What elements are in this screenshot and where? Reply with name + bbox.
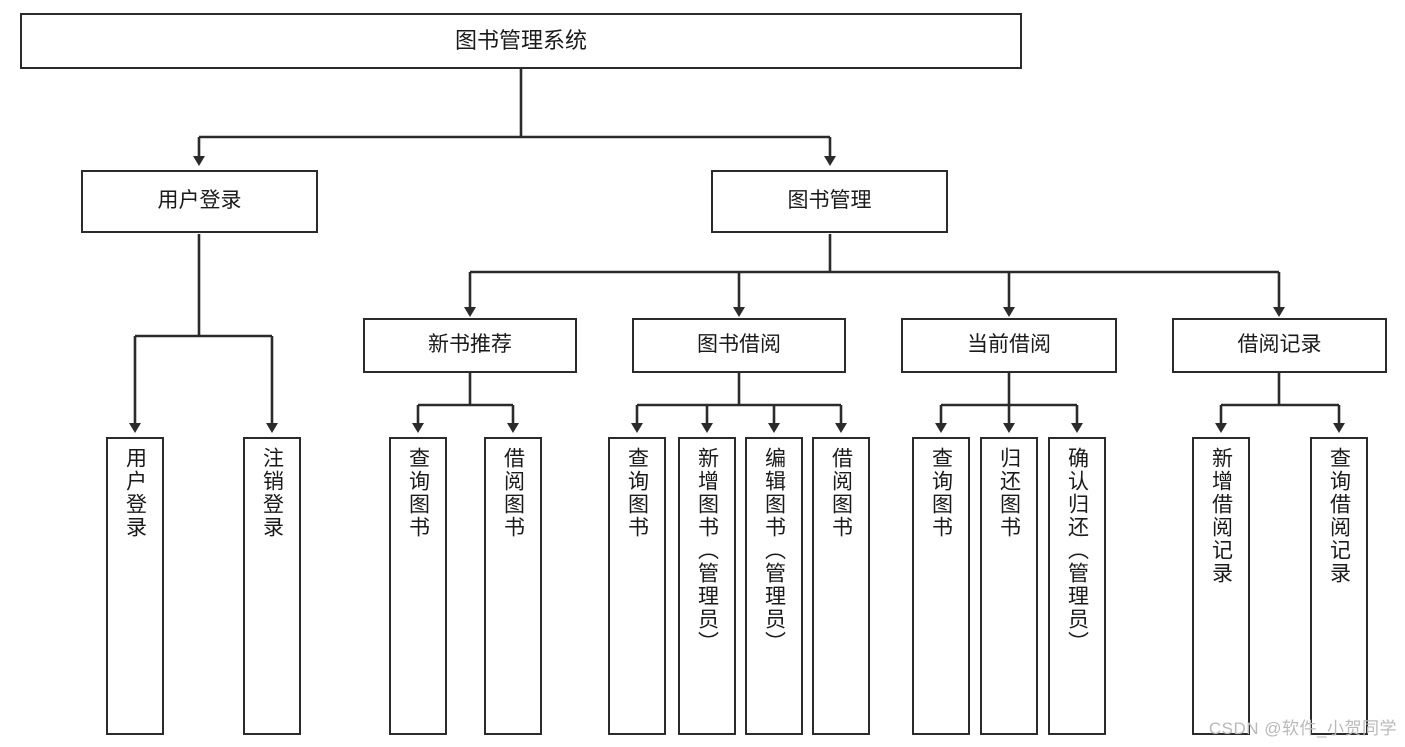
node-label: 借阅记录 <box>1237 333 1322 357</box>
node-new-book-recommend[interactable]: 新书推荐 <box>363 318 577 373</box>
node-leaf-query-book-rec[interactable]: 查询图书 <box>389 437 447 735</box>
node-leaf-add-borrow-record[interactable]: 新增借阅记录 <box>1192 437 1250 735</box>
node-book-management[interactable]: 图书管理 <box>711 170 948 233</box>
node-leaf-query-book-current[interactable]: 查询图书 <box>912 437 970 735</box>
node-leaf-add-book-admin[interactable]: 新增图书（管理员） <box>678 437 736 735</box>
node-user-login[interactable]: 用户登录 <box>81 170 318 233</box>
node-leaf-borrow-book-rec[interactable]: 借阅图书 <box>484 437 542 735</box>
node-label: 图书借阅 <box>697 333 781 357</box>
node-label: 借阅图书 <box>829 447 853 539</box>
node-label: 注销登录 <box>260 447 284 539</box>
node-book-borrow[interactable]: 图书借阅 <box>632 318 846 373</box>
node-borrow-record[interactable]: 借阅记录 <box>1172 318 1387 373</box>
node-label: 借阅图书 <box>501 447 525 539</box>
node-leaf-edit-book-admin[interactable]: 编辑图书（管理员） <box>745 437 803 735</box>
node-label: 新增图书（管理员） <box>695 447 719 654</box>
node-label: 图书管理系统 <box>454 28 587 54</box>
node-leaf-confirm-return-admin[interactable]: 确认归还（管理员） <box>1048 437 1106 735</box>
node-label: 图书管理 <box>787 189 872 213</box>
node-leaf-query-borrow-record[interactable]: 查询借阅记录 <box>1310 437 1368 735</box>
node-label: 确认归还（管理员） <box>1065 447 1089 654</box>
node-root-system[interactable]: 图书管理系统 <box>20 13 1022 69</box>
node-label: 用户登录 <box>157 189 242 213</box>
node-label: 归还图书 <box>997 447 1021 539</box>
node-label: 用户登录 <box>123 447 147 539</box>
node-label: 查询借阅记录 <box>1327 447 1351 585</box>
node-leaf-query-book-borrow[interactable]: 查询图书 <box>608 437 666 735</box>
node-label: 编辑图书（管理员） <box>762 447 786 654</box>
node-leaf-return-book[interactable]: 归还图书 <box>980 437 1038 735</box>
node-label: 查询图书 <box>406 447 430 539</box>
node-label: 查询图书 <box>625 447 649 539</box>
csdn-watermark: CSDN @软件_小贺同学 <box>1208 719 1397 738</box>
node-label: 当前借阅 <box>967 333 1051 357</box>
node-label: 新增借阅记录 <box>1209 447 1233 585</box>
node-current-borrow[interactable]: 当前借阅 <box>901 318 1117 373</box>
node-label: 新书推荐 <box>428 333 512 357</box>
node-leaf-borrow-book[interactable]: 借阅图书 <box>812 437 870 735</box>
node-label: 查询图书 <box>929 447 953 539</box>
node-leaf-logout[interactable]: 注销登录 <box>243 437 301 735</box>
node-leaf-user-login[interactable]: 用户登录 <box>106 437 164 735</box>
